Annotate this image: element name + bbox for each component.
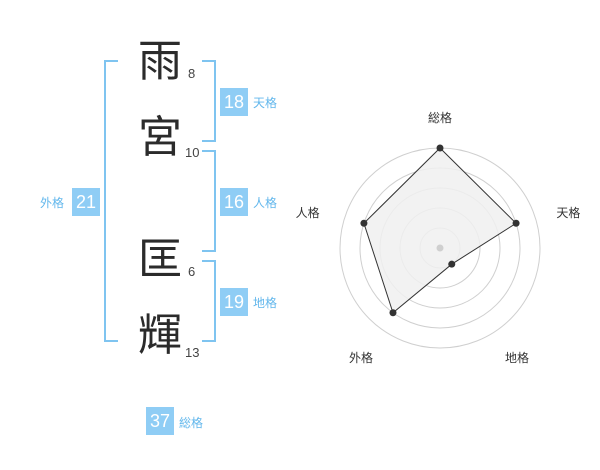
gaikaku-value: 21 [72, 188, 100, 216]
soukaku-label: 総格 [179, 416, 204, 430]
radar-point-5 [360, 219, 368, 227]
radar-axis-label-1: 総格 [428, 111, 453, 125]
radar-point-2 [512, 219, 520, 227]
jinkaku-label: 人格 [253, 196, 278, 210]
name-char-2: 宮 [138, 112, 182, 163]
gaikaku-bracket [104, 60, 118, 342]
chikaku-value: 19 [220, 288, 248, 316]
stroke-count-1: 8 [188, 66, 196, 81]
radar-point-4 [389, 309, 397, 317]
radar-axis-label-4: 外格 [348, 351, 373, 366]
name-char-3: 匡 [138, 234, 182, 285]
radar-axis-label-2: 天格 [556, 205, 581, 220]
chikaku-bracket [202, 260, 216, 342]
tenkaku-bracket [202, 60, 216, 142]
radar-axis-label-5: 人格 [295, 205, 320, 220]
soukaku-value: 37 [146, 407, 174, 435]
name-char-1: 雨 [138, 36, 182, 87]
jinkaku-value: 16 [220, 188, 248, 216]
name-char-4: 輝 [138, 310, 182, 361]
tenkaku-value: 18 [220, 88, 248, 116]
radar-point-3 [448, 260, 456, 268]
stroke-count-4: 13 [185, 345, 200, 360]
jinkaku-bracket [202, 150, 216, 252]
radar-polygon [363, 147, 517, 314]
radar-center-dot [436, 244, 444, 252]
gaikaku-label: 外格 [40, 196, 65, 210]
chikaku-label: 地格 [253, 296, 278, 310]
radar-axis-label-3: 地格 [505, 351, 530, 366]
stroke-count-2: 10 [185, 145, 200, 160]
radar-point-1 [436, 144, 444, 152]
tenkaku-label: 天格 [253, 96, 278, 110]
stroke-count-3: 6 [188, 264, 196, 279]
